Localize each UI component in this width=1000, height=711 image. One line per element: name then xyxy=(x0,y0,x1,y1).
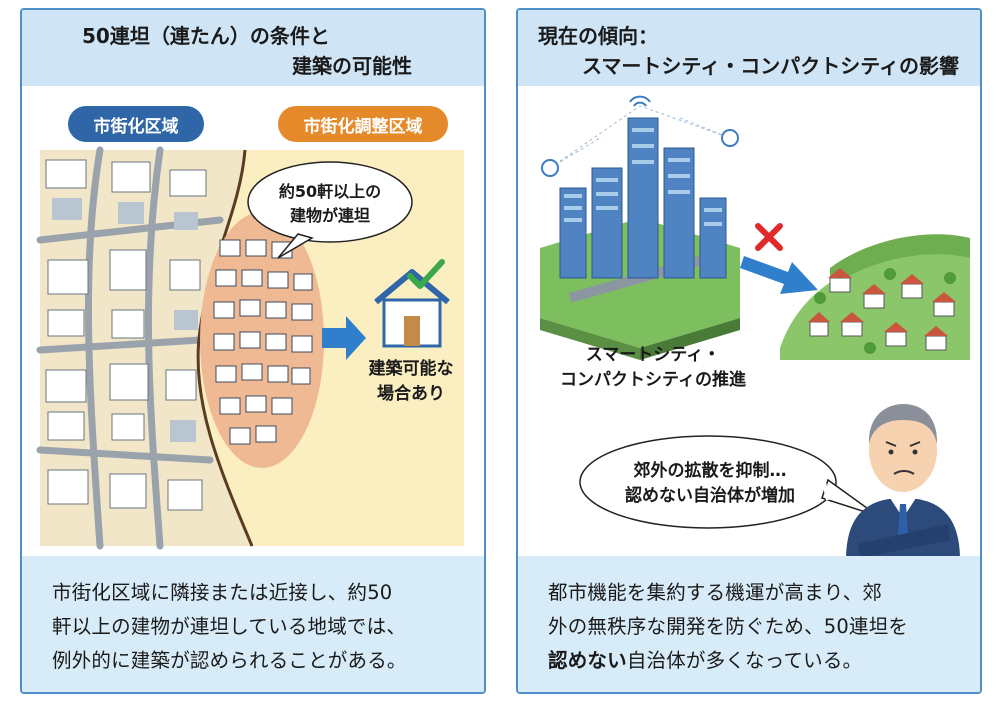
bubble-line2: 認めない自治体が増加 xyxy=(625,486,795,506)
right-panel: 現在の傾向： スマートシティ・コンパクトシティの影響 xyxy=(516,8,982,694)
right-title-line1: 現在の傾向： xyxy=(538,24,658,48)
city-caption-line1: スマートシティ・ xyxy=(585,345,721,365)
area-map-illustration xyxy=(36,146,464,550)
right-desc-line2: 外の無秩序な開発を防ぐため、50連坦を xyxy=(548,615,909,638)
right-desc-rest: 自治体が多くなっている。 xyxy=(626,649,863,672)
cluster-bubble-line1: 約50軒以上の xyxy=(278,182,382,201)
right-title-line2: スマートシティ・コンパクトシティの影響 xyxy=(582,54,959,78)
right-arrow-icon xyxy=(322,316,366,360)
wifi-icon xyxy=(629,95,651,107)
check-mark-icon xyxy=(407,259,445,289)
right-desc-bold: 認めない xyxy=(548,649,627,672)
worried-official-illustration xyxy=(846,404,960,560)
control-area-pill: 市街化調整区域 xyxy=(278,106,448,142)
right-arrow-icon xyxy=(740,256,818,294)
city-caption-line2: コンパクトシティの推進 xyxy=(560,370,746,390)
left-desc-line3: 例外的に建築が認められることがある。 xyxy=(52,649,407,672)
result-line1: 建築可能な xyxy=(368,359,454,379)
left-footer: 市街化区域に隣接または近接し、約50 軒以上の建物が連坦している地域では、 例外… xyxy=(22,556,484,692)
smart-city-illustration xyxy=(540,95,970,360)
cluster-bubble-line2: 建物が連坦 xyxy=(289,206,370,225)
bubble-line1: 郊外の拡散を抑制… xyxy=(633,461,787,481)
result-line2: 場合あり xyxy=(377,384,445,404)
left-title-line2: 建築の可能性 xyxy=(292,54,412,78)
right-footer: 都市機能を集約する機運が高まり、郊 外の無秩序な開発を防ぐため、50連坦を 認め… xyxy=(518,556,980,692)
right-desc-line1: 都市機能を集約する機運が高まり、郊 xyxy=(548,581,883,604)
left-header: 50連坦（連たん）の条件と 建築の可能性 xyxy=(22,10,484,86)
left-panel: 50連坦（連たん）の条件と 建築の可能性 市街化区域 市街化調整区域 xyxy=(20,8,486,694)
speech-bubble xyxy=(579,435,879,529)
right-desc-line3: 認めない自治体が多くなっている。 xyxy=(548,644,862,673)
house-icon xyxy=(374,269,450,348)
left-desc-line2: 軒以上の建物が連坦している地域では、 xyxy=(52,615,407,638)
urban-area-pill: 市街化区域 xyxy=(68,106,204,142)
cross-mark-icon xyxy=(755,223,783,251)
left-title-line1: 50連坦（連たん）の条件と xyxy=(82,24,330,48)
left-desc-line1: 市街化区域に隣接または近接し、約50 xyxy=(52,581,393,604)
right-header: 現在の傾向： スマートシティ・コンパクトシティの影響 xyxy=(518,10,980,86)
